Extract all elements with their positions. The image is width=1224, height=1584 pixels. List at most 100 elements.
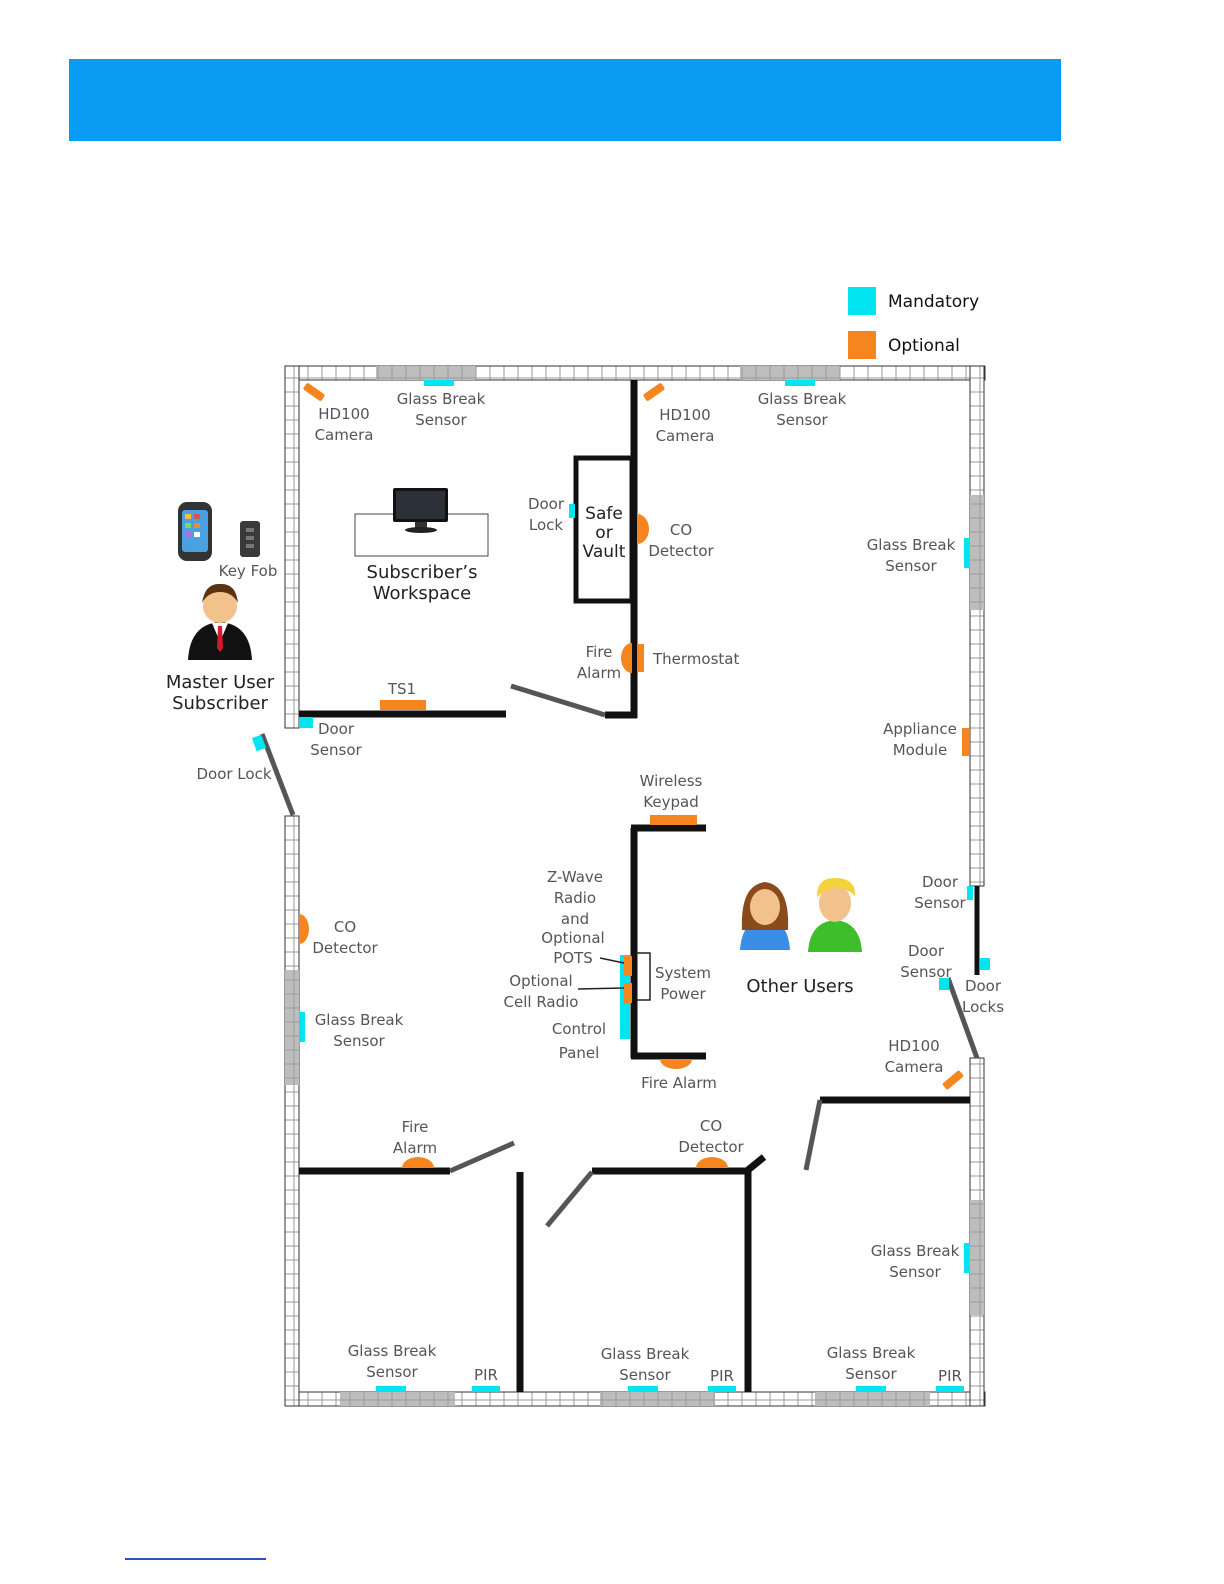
hd100-camera-label: HD100 bbox=[659, 406, 710, 424]
fire-alarm-label: Fire bbox=[402, 1118, 429, 1136]
ts1-marker bbox=[380, 700, 426, 710]
door-lock-marker bbox=[569, 504, 575, 518]
header-banner bbox=[69, 59, 1061, 141]
door-lock-marker bbox=[980, 958, 990, 970]
svg-text:Detector: Detector bbox=[648, 542, 714, 560]
hd100-camera-marker bbox=[942, 1070, 964, 1090]
svg-text:Radio: Radio bbox=[554, 889, 596, 907]
glass-break-sensor-marker bbox=[299, 1012, 305, 1042]
svg-text:Panel: Panel bbox=[559, 1044, 599, 1062]
doors bbox=[259, 683, 980, 1228]
door-lock-marker bbox=[251, 734, 267, 752]
wireless-keypad-label: Wireless bbox=[640, 772, 703, 790]
workspace-label: Subscriber’s bbox=[367, 562, 478, 583]
zwave-radio-marker bbox=[624, 956, 632, 976]
svg-text:Alarm: Alarm bbox=[393, 1139, 437, 1157]
door-sensor-label: Door bbox=[318, 720, 355, 738]
glass-break-sensor-label: Glass Break bbox=[871, 1242, 960, 1260]
svg-text:Power: Power bbox=[660, 985, 706, 1003]
pir-marker bbox=[936, 1386, 964, 1392]
svg-text:Sensor: Sensor bbox=[889, 1263, 941, 1281]
svg-text:Sensor: Sensor bbox=[900, 963, 952, 981]
svg-text:Sensor: Sensor bbox=[885, 557, 937, 575]
door-sensor-marker bbox=[939, 978, 949, 990]
svg-text:Cell Radio: Cell Radio bbox=[504, 993, 579, 1011]
legend-mandatory-label: Mandatory bbox=[888, 292, 979, 312]
glass-break-sensor-label: Glass Break bbox=[758, 390, 847, 408]
svg-text:Sensor: Sensor bbox=[310, 741, 362, 759]
door-sensor-marker bbox=[967, 886, 973, 900]
svg-text:Sensor: Sensor bbox=[366, 1363, 418, 1381]
pir-label: PIR bbox=[474, 1366, 498, 1384]
svg-text:Subscriber: Subscriber bbox=[172, 693, 268, 714]
co-detector-marker bbox=[299, 914, 309, 944]
pir-label: PIR bbox=[710, 1367, 734, 1385]
svg-text:Workspace: Workspace bbox=[373, 583, 471, 604]
phone-icon bbox=[178, 502, 212, 561]
thermostat-marker bbox=[637, 644, 644, 672]
svg-text:Camera: Camera bbox=[656, 427, 715, 445]
svg-text:Keypad: Keypad bbox=[643, 793, 698, 811]
fire-alarm-marker bbox=[621, 643, 632, 673]
zwave-radio-label: Z-Wave bbox=[547, 868, 603, 886]
glass-break-sensor-label: Glass Break bbox=[601, 1345, 690, 1363]
svg-text:Detector: Detector bbox=[312, 939, 378, 957]
door-sensor-label: Door bbox=[922, 873, 959, 891]
control-panel-label: Control bbox=[552, 1020, 606, 1038]
co-detector-label: CO bbox=[670, 521, 692, 539]
co-detector-label: CO bbox=[334, 918, 356, 936]
fire-alarm-label: Fire Alarm bbox=[641, 1074, 717, 1092]
svg-text:Sensor: Sensor bbox=[619, 1366, 671, 1384]
hd100-camera-label: HD100 bbox=[318, 405, 369, 423]
ts1-label: TS1 bbox=[387, 680, 416, 698]
glass-break-sensor-label: Glass Break bbox=[348, 1342, 437, 1360]
safe-label: Safe bbox=[585, 504, 623, 524]
pir-marker bbox=[472, 1386, 500, 1392]
glass-break-sensor-label: Glass Break bbox=[315, 1011, 404, 1029]
wireless-keypad-marker bbox=[650, 815, 697, 825]
co-detector-label: CO bbox=[700, 1117, 722, 1135]
pir-marker bbox=[708, 1386, 736, 1392]
other-user-female-avatar bbox=[740, 882, 790, 950]
svg-text:Sensor: Sensor bbox=[845, 1365, 897, 1383]
legend-mandatory-swatch bbox=[848, 287, 876, 315]
system-power-label: System bbox=[655, 964, 711, 982]
svg-text:Optional: Optional bbox=[541, 929, 604, 947]
glass-break-sensor-marker bbox=[964, 538, 970, 568]
cell-radio-label: Optional bbox=[509, 972, 572, 990]
appliance-module-label: Appliance bbox=[883, 720, 957, 738]
glass-break-sensor-marker bbox=[376, 1386, 406, 1392]
fire-alarm-label: Fire bbox=[586, 643, 613, 661]
svg-text:Camera: Camera bbox=[315, 426, 374, 444]
other-user-male-avatar bbox=[808, 878, 862, 952]
hd100-camera-marker bbox=[303, 383, 325, 401]
svg-text:Alarm: Alarm bbox=[577, 664, 621, 682]
svg-text:Lock: Lock bbox=[529, 516, 564, 534]
cell-radio-marker bbox=[624, 983, 632, 1003]
svg-text:or: or bbox=[595, 523, 612, 543]
key-fob-label: Key Fob bbox=[219, 562, 278, 580]
appliance-module-marker bbox=[962, 728, 969, 756]
master-user-label: Master User bbox=[166, 672, 275, 693]
pir-label: PIR bbox=[938, 1367, 962, 1385]
svg-text:Detector: Detector bbox=[678, 1138, 744, 1156]
glass-break-sensor-label: Glass Break bbox=[397, 390, 486, 408]
glass-break-sensor-marker bbox=[785, 380, 815, 386]
svg-text:Sensor: Sensor bbox=[776, 411, 828, 429]
optional-devices bbox=[299, 383, 969, 1168]
door-sensor-marker bbox=[299, 717, 313, 728]
svg-text:Vault: Vault bbox=[583, 542, 626, 562]
hd100-camera-marker bbox=[643, 383, 665, 401]
glass-break-sensor-label: Glass Break bbox=[867, 536, 956, 554]
outer-walls bbox=[284, 365, 986, 1407]
legend-optional-swatch bbox=[848, 331, 876, 359]
fire-alarm-marker bbox=[402, 1157, 434, 1168]
glass-break-sensor-marker bbox=[628, 1386, 658, 1392]
legend: Mandatory Optional bbox=[848, 287, 979, 359]
interior-walls bbox=[299, 380, 980, 1392]
glass-break-sensor-label: Glass Break bbox=[827, 1344, 916, 1362]
co-detector-marker bbox=[696, 1157, 728, 1168]
labels: HD100 Camera Glass Break Sensor HD100 Ca… bbox=[166, 390, 1004, 1385]
svg-text:Sensor: Sensor bbox=[415, 411, 467, 429]
svg-text:Locks: Locks bbox=[962, 998, 1004, 1016]
